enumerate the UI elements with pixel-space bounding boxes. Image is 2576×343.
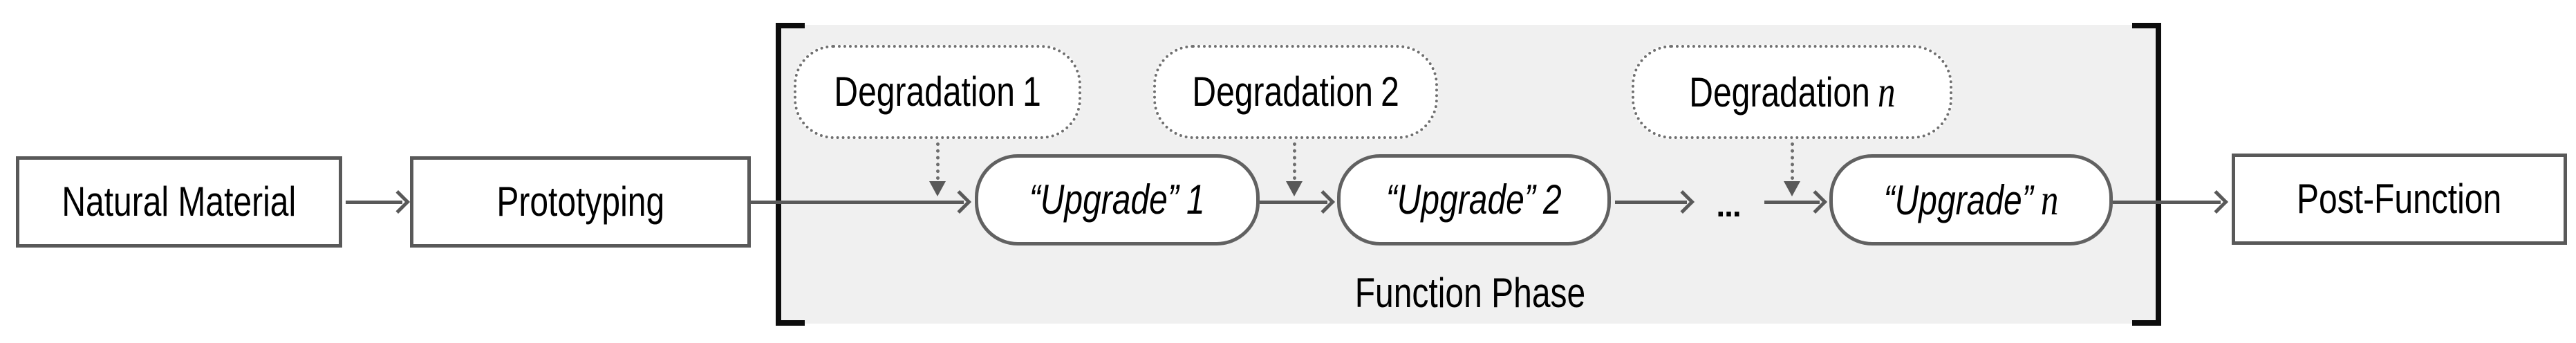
- triangle-arrowhead-icon: [929, 181, 946, 196]
- prototyping-label: Prototyping: [496, 178, 664, 225]
- arrow-shaft: [751, 200, 964, 204]
- triangle-arrowhead-icon: [1784, 181, 1800, 196]
- post-function-label: Post-Function: [2297, 176, 2502, 222]
- degradation-2-index: 2: [1381, 68, 1399, 115]
- arrow-shaft: [1615, 200, 1687, 204]
- arrow-shaft: [1764, 200, 1820, 204]
- natural-material-label: Natural Material: [62, 178, 297, 225]
- arrow-shaft: [1260, 200, 1327, 204]
- dotted-shaft: [1292, 142, 1296, 180]
- right-bracket: [2132, 23, 2161, 326]
- degradation-n-index: n: [1877, 67, 1896, 116]
- node-prototyping: Prototyping: [410, 156, 751, 248]
- upgrade-n-index: n: [2040, 175, 2059, 224]
- upgrade-n-label: “Upgrade”n: [1884, 178, 2059, 222]
- function-phase-caption: Function Phase: [781, 272, 2158, 314]
- upgrade-1-text: “Upgrade”: [1029, 176, 1179, 223]
- node-upgrade-2: “Upgrade”2: [1337, 154, 1611, 245]
- left-bracket: [776, 23, 805, 326]
- degradation-2-text: Degradation: [1192, 68, 1373, 115]
- arrow-shaft: [346, 200, 402, 204]
- degradation-1-text: Degradation: [834, 68, 1015, 115]
- arrowhead-icon: [386, 190, 410, 214]
- node-upgrade-1: “Upgrade”1: [975, 154, 1260, 245]
- upgrade-n-text: “Upgrade”: [1883, 177, 2033, 223]
- upgrade-2-text: “Upgrade”: [1386, 176, 1536, 223]
- degradation-1-index: 1: [1023, 68, 1041, 115]
- dotted-shaft: [935, 142, 940, 180]
- triangle-arrowhead-icon: [1286, 181, 1303, 196]
- dotted-shaft: [1790, 142, 1794, 180]
- upgrade-2-index: 2: [1543, 176, 1562, 223]
- arrowhead-icon: [2205, 190, 2228, 214]
- degradation-n-text: Degradation: [1688, 69, 1870, 115]
- node-upgrade-n: “Upgrade”n: [1829, 154, 2113, 245]
- upgrade-2-label: “Upgrade”2: [1386, 179, 1562, 221]
- function-phase-caption-text: Function Phase: [1354, 270, 1585, 316]
- arrow-shaft: [2113, 200, 2221, 204]
- ellipsis: ...: [1716, 187, 1741, 223]
- node-natural-material: Natural Material: [16, 156, 342, 248]
- node-post-function: Post-Function: [2232, 154, 2567, 245]
- upgrade-1-label: “Upgrade”1: [1029, 179, 1205, 221]
- upgrade-1-index: 1: [1186, 176, 1205, 223]
